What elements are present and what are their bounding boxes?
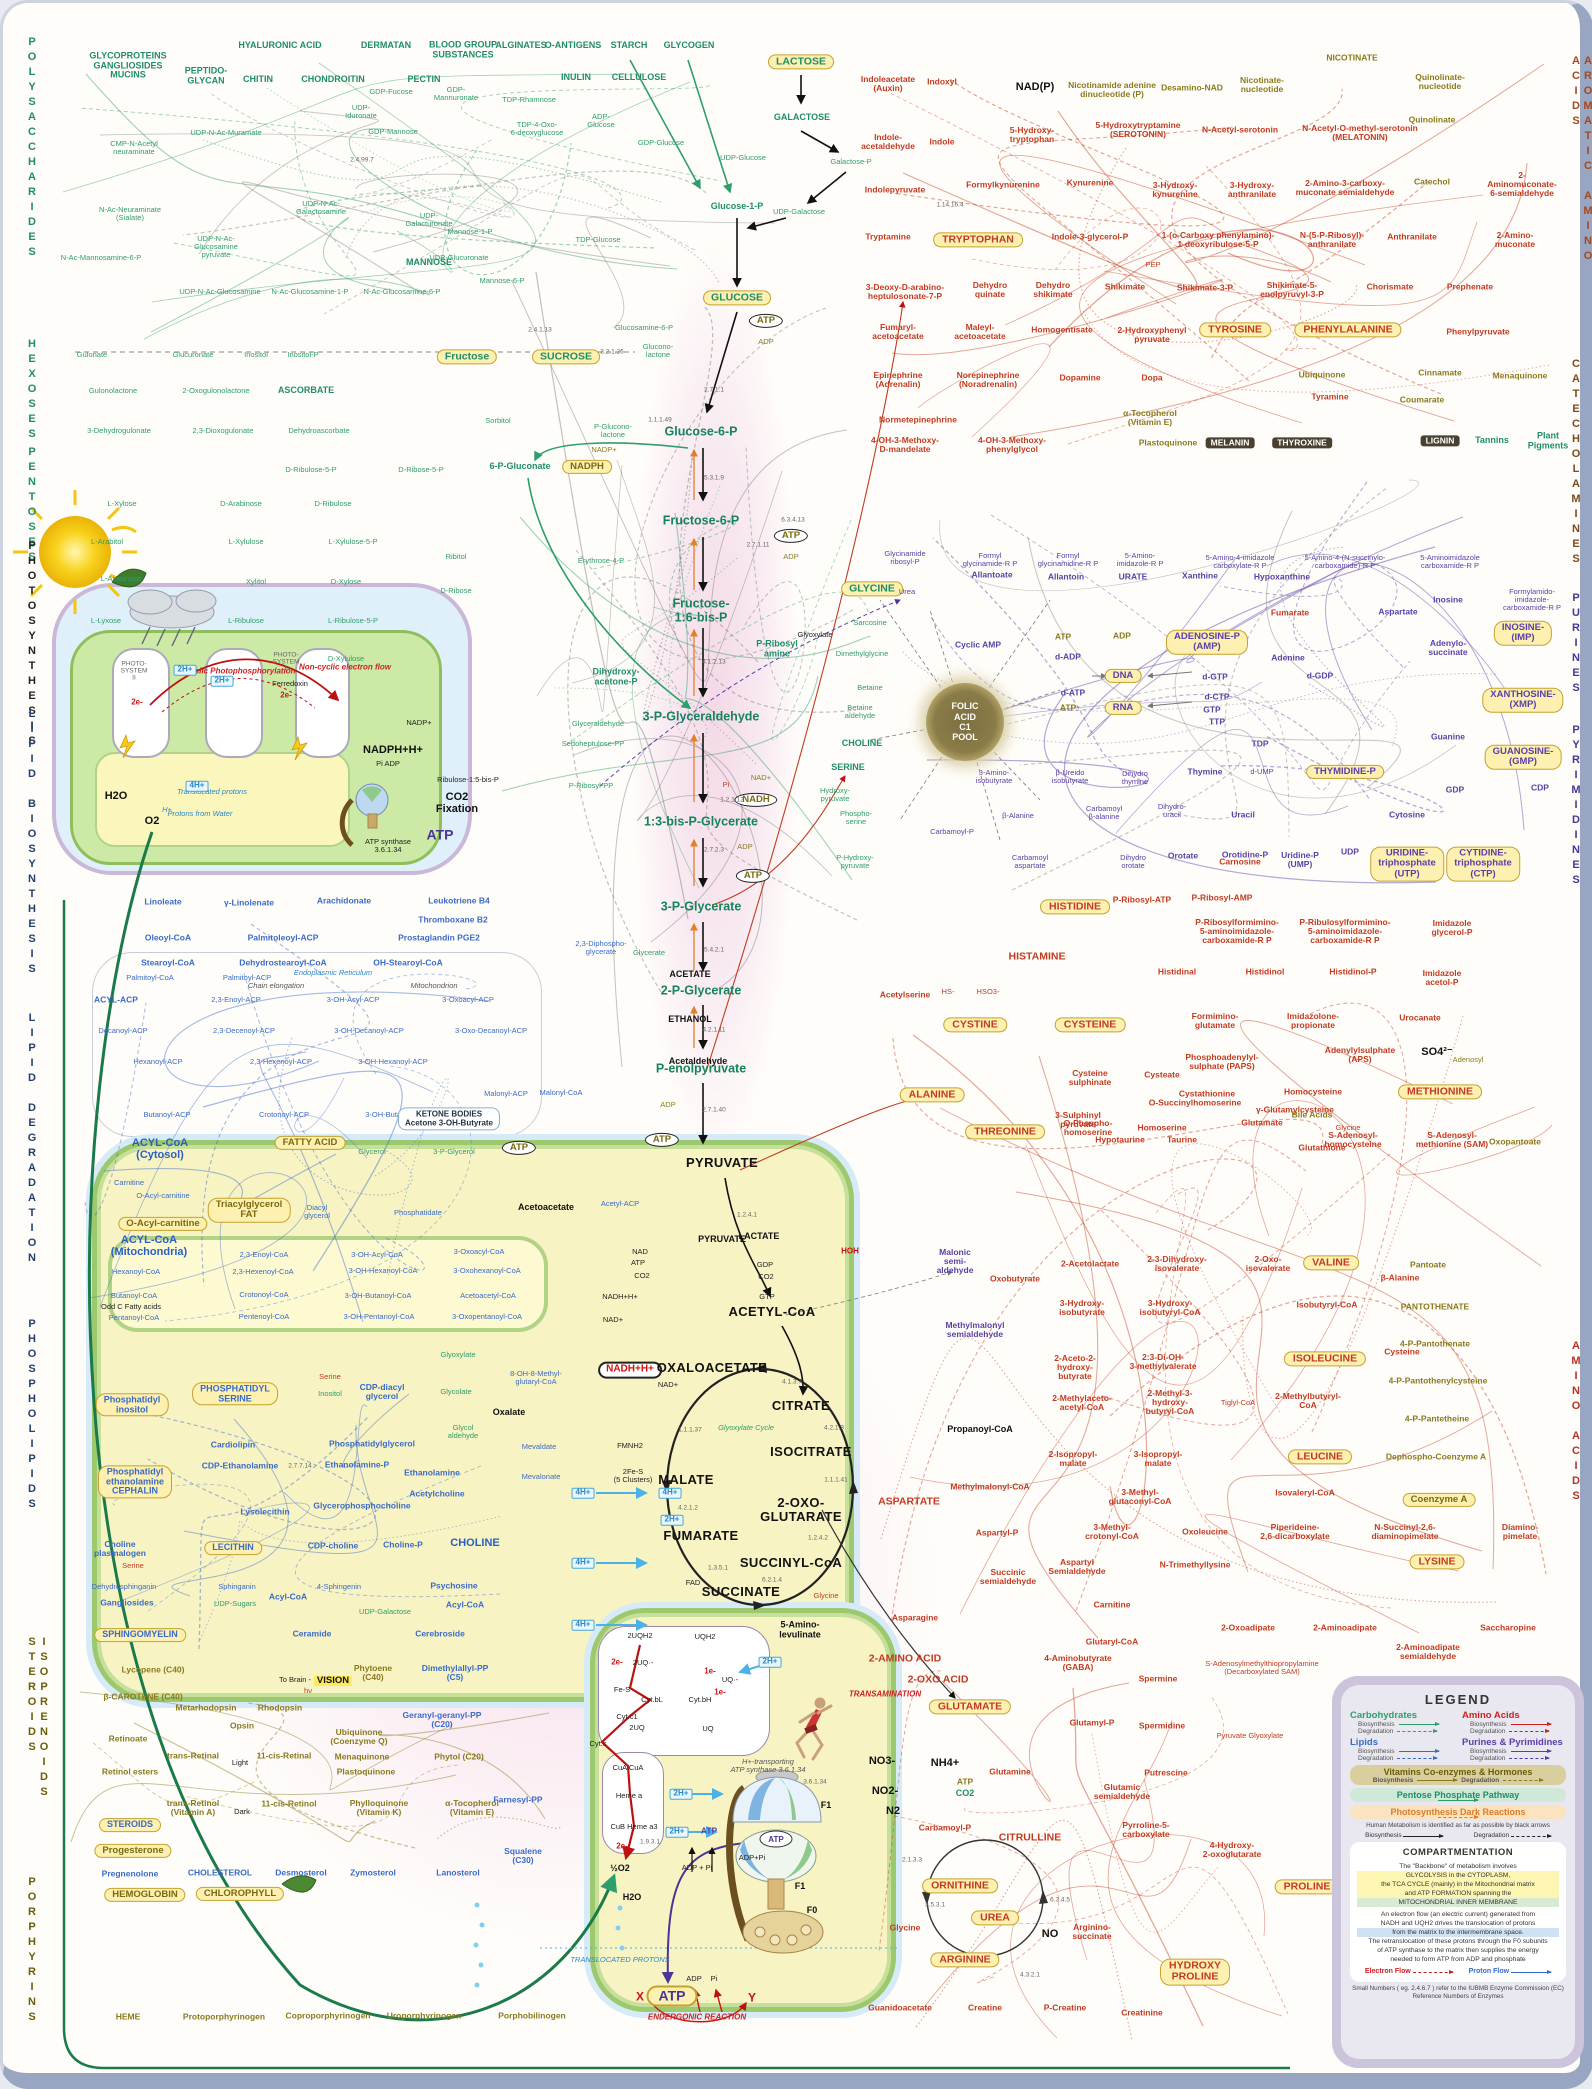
legend-group-purines-pyrimidines: Purines & Pyrimidines Biosynthesis Degra… [1462, 1737, 1563, 1762]
legend-compartmentation: COMPARTMENTATION The "Backbone" of metab… [1350, 1842, 1566, 1982]
pink-glycolysis-column [630, 238, 800, 1173]
legend-group-carbohydrates: Carbohydrates Biosynthesis Degradation [1350, 1710, 1454, 1735]
legend-group-amino-acids: Amino Acids Biosynthesis Degradation [1462, 1710, 1566, 1735]
er-outline [92, 952, 542, 1137]
legend-group-lipids: Lipids Biosynthesis Degradation [1350, 1737, 1454, 1762]
legend-title: LEGEND [1424, 1692, 1492, 1707]
etc-complex-box-2 [602, 1752, 664, 1854]
legend-electron-flow: Electron Flow [1365, 1967, 1454, 1976]
legend-band-pentose: Pentose Phosphate Pathway [1350, 1788, 1566, 1802]
legend-footnote: Small Numbers ( eg. 2.4.6.7 ) refer to t… [1352, 1984, 1564, 2000]
legend-human-note: Human Metabolism is identified as far as… [1366, 1822, 1550, 1829]
thylakoid-stack-3 [295, 648, 350, 758]
thylakoid-stack-2 [205, 648, 263, 758]
legend-proton-flow: Proton Flow [1469, 1967, 1553, 1976]
legend: LEGEND Carbohydrates Biosynthesis Degrad… [1332, 1676, 1584, 2068]
etc-complex-box-1 [598, 1626, 770, 1756]
thylakoid-stack-1 [112, 648, 170, 758]
legend-band-photosynthesis: Photosynthesis Dark Reactions [1350, 1805, 1566, 1819]
legend-band-vitamins: Vitamins Co-enzymes & Hormones Biosynthe… [1350, 1765, 1566, 1785]
legend-human-arrows: Biosynthesis Degradation [1350, 1832, 1566, 1839]
folic-acid-c1-pool: FOLIC ACID C1 POOL [926, 683, 1004, 761]
thylakoid-lumen [95, 752, 350, 847]
beta-oxidation-box [108, 1236, 548, 1332]
